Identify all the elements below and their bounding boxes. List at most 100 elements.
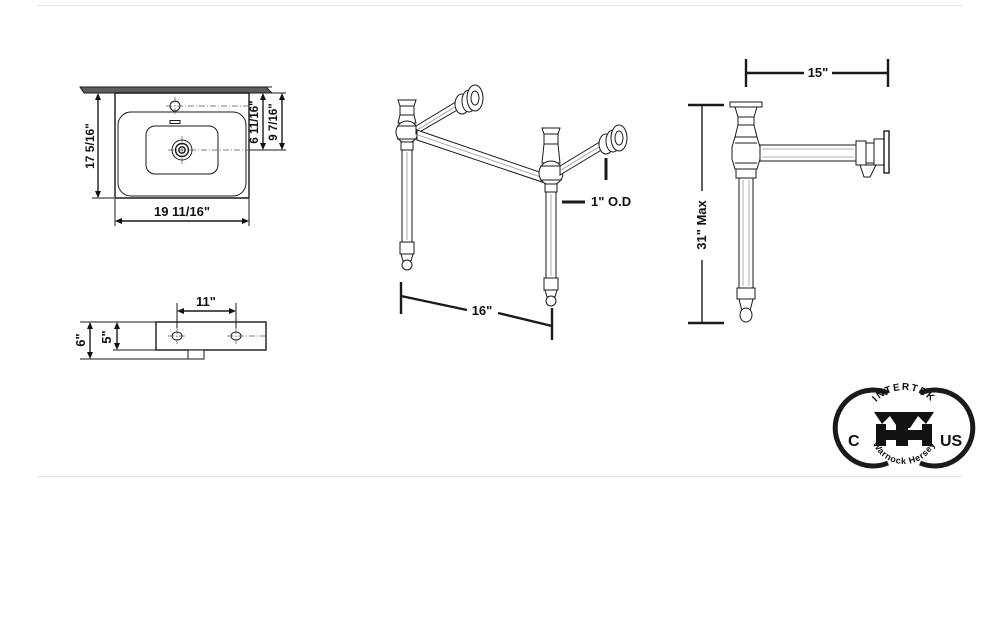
right-wall-flange: [610, 124, 628, 152]
mounting-hole-right: [227, 328, 266, 344]
drain-inner-ring: [178, 146, 186, 154]
cert-h-left-post: [876, 424, 886, 446]
post-top-plate: [729, 101, 763, 108]
dimension-label-depth-inner: 5": [99, 330, 114, 343]
right-leg-collar: [543, 133, 559, 145]
cross-rail: [416, 129, 549, 185]
right-back-arm: [559, 124, 628, 176]
wall-mount-plate: [883, 130, 890, 174]
dimension-label-overall-from-top: 9 7/16": [268, 103, 280, 140]
arm-tube: [759, 144, 857, 162]
arrow-up: [260, 93, 266, 100]
left-leg-foot-taper: [400, 253, 414, 262]
right-leg-assembly: [538, 127, 564, 307]
left-leg-ball-foot: [401, 259, 413, 271]
dimension-label-stand-depth: 15": [808, 65, 829, 80]
overflow-slot: [169, 120, 181, 124]
post-flare: [734, 124, 758, 138]
right-leg-foot-taper: [544, 289, 558, 298]
dimension-basin-height: 17 5/16": [83, 92, 114, 199]
dimension-label-drain-from-top: 6 11/16": [249, 100, 261, 143]
right-leg-taper: [541, 143, 561, 164]
arrow-down: [95, 191, 101, 198]
mounting-tab: [187, 349, 205, 360]
arrow-up: [95, 93, 101, 100]
arrow-down: [279, 143, 285, 150]
arm-bracket-collar-c: [873, 138, 885, 166]
post-top-taper: [734, 106, 758, 118]
dimension-label-depth-outer: 6": [73, 333, 88, 346]
post-collar-upper: [737, 116, 755, 126]
cert-label-us: US: [940, 433, 963, 450]
arm-bracket-collar-b: [865, 142, 875, 164]
cert-h-stem: [896, 424, 908, 446]
right-leg-upper-collar: [544, 183, 558, 193]
bottom-divider-rule: [37, 476, 962, 477]
right-leg-foot-collar: [543, 277, 559, 291]
post-shaft: [738, 177, 754, 289]
left-leg-collar: [399, 105, 415, 116]
dimension-pipe-diameter: 1" O.D: [562, 158, 631, 209]
cert-ring-left: [832, 387, 889, 469]
cert-h-right-post: [922, 424, 932, 446]
dimension-stand-depth: 15": [744, 59, 890, 87]
dimension-depth-inner: 5": [99, 322, 156, 351]
cert-label-c: C: [848, 433, 860, 450]
dimension-label-mount-hole-spacing: 11": [196, 294, 216, 309]
cross-rail-centerline: [417, 134, 549, 180]
dimension-label-basin-width: 19 11/16": [154, 204, 210, 219]
arrow-down: [114, 343, 120, 350]
dim-leader-right: [497, 311, 553, 328]
arrow-down: [87, 352, 93, 359]
dim-leader-left: [400, 294, 468, 312]
arrow-right: [229, 308, 236, 314]
left-wall-flange: [466, 84, 484, 112]
dimension-label-stand-height: 31" Max: [694, 199, 709, 249]
left-wall-flange-inner: [470, 90, 480, 106]
dimension-stand-height: 31" Max: [688, 103, 724, 325]
left-back-arm-tube: [415, 99, 460, 135]
left-back-arm: [415, 84, 484, 135]
top-divider-rule: [37, 5, 962, 6]
cert-ring-right: [919, 387, 976, 469]
sink-section-view: 11" 6" 5": [70, 280, 310, 380]
left-leg-foot-collar: [399, 241, 415, 255]
dimension-label-basin-height: 17 5/16": [83, 123, 97, 169]
dimension-label-leg-spread: 16": [472, 303, 493, 318]
arrow-up: [114, 322, 120, 329]
left-leg-finial-cap: [397, 99, 417, 107]
dimension-label-pipe-diameter: 1" O.D: [591, 194, 631, 209]
post-tee-fitting: [731, 136, 761, 170]
bracket-brace: [859, 164, 877, 178]
dimension-depth-outer: 6": [73, 321, 188, 360]
basin-bowl: [117, 111, 247, 197]
drain-mid-ring: [174, 142, 190, 158]
left-leg-taper: [397, 114, 417, 124]
dimension-drain-from-top: 6 11/16": [249, 93, 266, 150]
left-leg-upper-collar: [400, 141, 414, 151]
side-vertical-post: [729, 101, 763, 323]
basin-outer-body: [114, 92, 250, 199]
right-wall-flange-inner: [614, 130, 624, 146]
sink-plan-view: 17 5/16" 6 11/16" 9 7/16": [70, 78, 310, 238]
right-tee-joint: [538, 160, 564, 186]
arm-bracket-collar-a: [855, 140, 867, 166]
dimension-basin-width: 19 11/16": [114, 198, 250, 226]
dimension-mount-hole-spacing: 11": [176, 294, 237, 328]
arrow-left: [177, 308, 184, 314]
arrow-up: [87, 322, 93, 329]
pipe-stand-iso-view: 1" O.D 16": [370, 70, 660, 340]
dimension-overall-from-top: 9 7/16": [249, 92, 286, 151]
certification-mark: INTERTEK Warnock Hersey C US: [832, 372, 976, 469]
right-leg-finial-cap: [541, 127, 561, 135]
arrow-up: [279, 93, 285, 100]
right-leg-ball-foot: [545, 295, 557, 307]
post-foot-collar: [736, 287, 756, 300]
right-back-arm-centerline: [560, 144, 604, 171]
section-body: [155, 321, 267, 351]
left-back-arm-centerline: [416, 104, 460, 131]
arrow-right: [242, 218, 249, 224]
dimension-leg-spread: 16": [399, 282, 554, 340]
post-ball-foot: [739, 307, 753, 323]
mounting-hole-left: [168, 328, 186, 344]
